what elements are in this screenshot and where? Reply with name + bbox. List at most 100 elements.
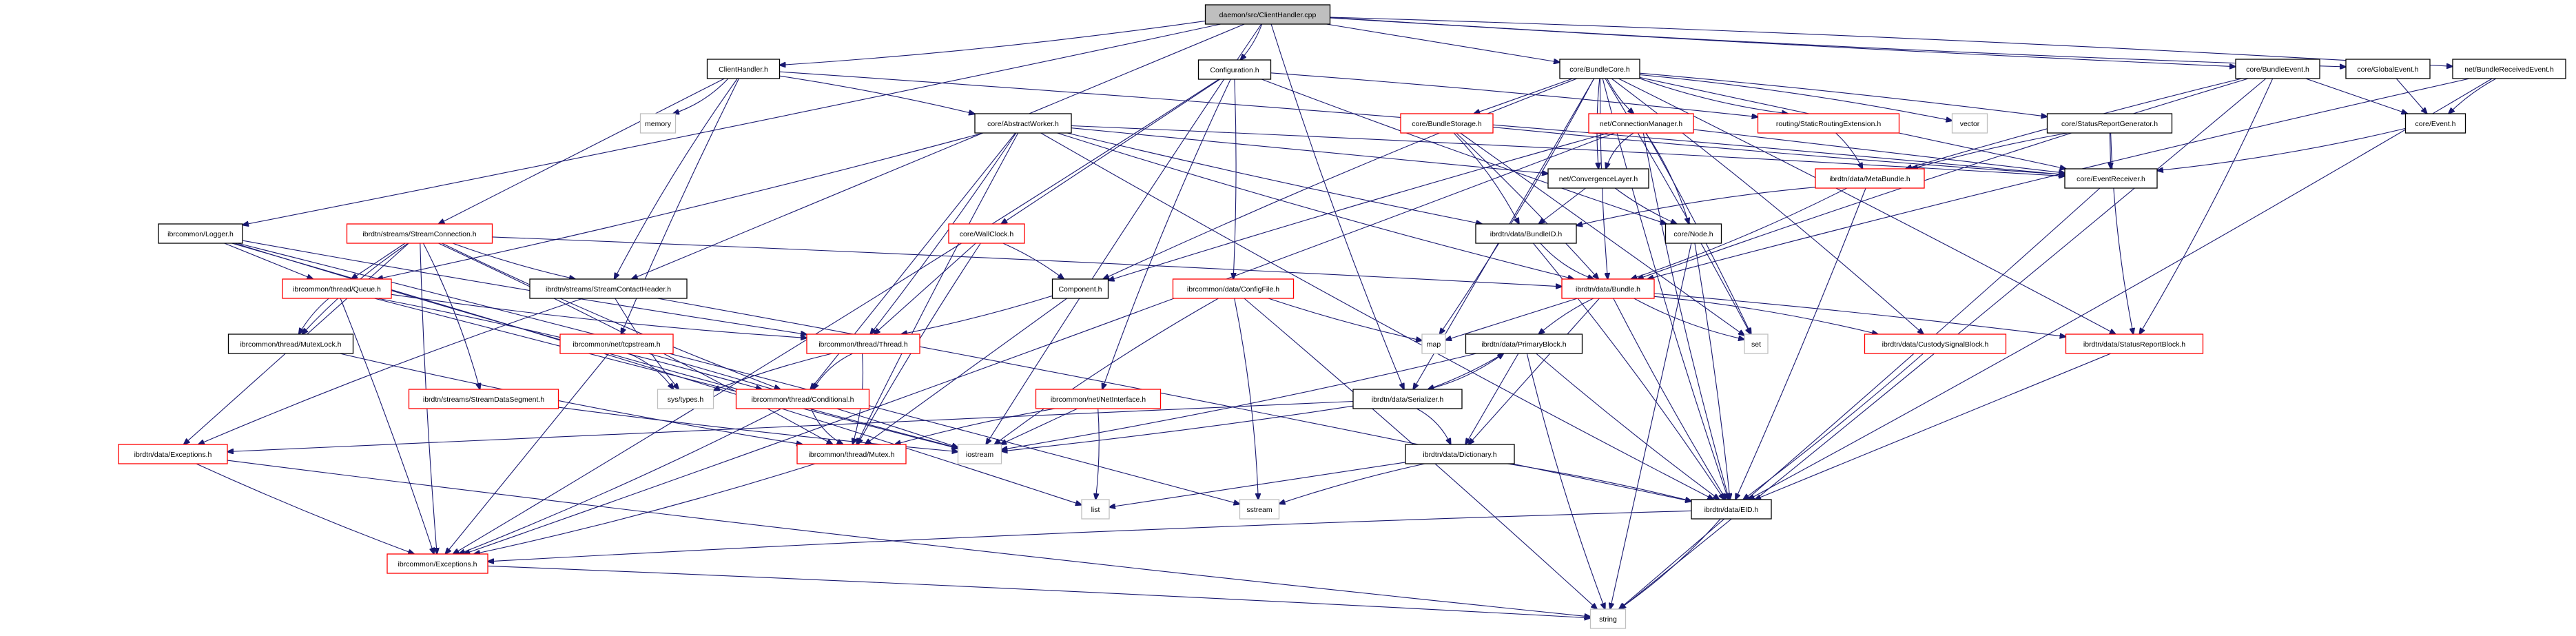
edge-abstractworker-h-to-mutex-h [856,132,1019,444]
node-memory[interactable]: memory [639,113,677,134]
edge-bundle-h-to-custodysignalblock-h [1653,296,1878,334]
edge-bundleid-h-to-bundle-h [1540,243,1594,279]
node-exceptions-h[interactable]: ibrcommon/Exceptions.h [387,553,488,574]
edge-bundlereceivedevent-h-to-bundle-h [1647,78,2470,279]
node-custodysignalblock-h[interactable]: ibrdtn/data/CustodySignalBlock.h [1864,334,2007,354]
node-label: ibrdtn/data/PrimaryBlock.h [1481,340,1566,349]
node-label: ibrdtn/data/StatusReportBlock.h [2083,340,2185,349]
node-configuration-h[interactable]: Configuration.h [1197,59,1272,80]
node-configfile-h[interactable]: ibrcommon/data/ConfigFile.h [1172,278,1295,299]
node-globalevent-h[interactable]: core/GlobalEvent.h [2345,59,2431,79]
node-dictionary-h[interactable]: ibrdtn/data/Dictionary.h [1405,444,1515,464]
edge-convergencelayer-h-to-node-h [1614,187,1677,224]
node-label: ibrdtn/data/MetaBundle.h [1829,175,1910,183]
node-thread-h[interactable]: ibrcommon/thread/Thread.h [806,334,920,354]
edge-netinterface-h-to-mutex-h [895,408,1055,444]
node-conditional-h[interactable]: ibrcommon/thread/Conditional.h [735,389,870,409]
node-label: net/ConvergenceLayer.h [1559,175,1638,183]
node-box [2235,59,2320,79]
edge-streamcontactheader-h-to-dataexceptions-h [198,298,584,444]
node-statusreportblock-h[interactable]: ibrdtn/data/StatusReportBlock.h [2065,334,2204,354]
edge-primaryblock-h-to-string [1526,353,1605,609]
node-set[interactable]: set [1744,334,1769,354]
node-component-h[interactable]: Component.h [1051,278,1109,299]
edge-serializer-h-to-primaryblock-h [1428,353,1504,390]
edge-configfile-h-to-iostream [995,298,1219,444]
node-serializer-h[interactable]: ibrdtn/data/Serializer.h [1352,389,1463,409]
node-statusreportgen-h[interactable]: core/StatusReportGenerator.h [2046,113,2173,134]
node-tcpstream-h[interactable]: ibrcommon/net/tcpstream.h [559,334,674,354]
node-label: ibrdtn/data/Bundle.h [1576,285,1640,294]
node-connectionmanager-h[interactable]: net/ConnectionManager.h [1588,113,1694,134]
edge-mutexlock-h-to-mutex-h [340,353,803,444]
edge-component-h-to-thread-h [901,295,1053,334]
node-clienthandler-h[interactable]: ClientHandler.h [706,59,781,79]
edges-layer [184,17,2497,618]
node-root[interactable]: daemon/src/ClientHandler.cpp [1204,4,1331,25]
node-iostream[interactable]: iostream [957,444,1002,464]
node-bundle-h[interactable]: ibrdtn/data/Bundle.h [1561,278,1655,299]
edge-bundlecore-h-to-bundlestorage-h [1474,78,1573,114]
edge-root-to-bundleevent-h [1330,17,2236,67]
node-label: Component.h [1058,285,1102,294]
node-bundlecore-h[interactable]: core/BundleCore.h [1559,59,1640,79]
node-bundleid-h[interactable]: ibrdtn/data/BundleID.h [1475,223,1577,244]
node-list[interactable]: list [1081,499,1110,520]
node-label: string [1599,615,1617,624]
edge-bundle-h-to-primaryblock-h [1538,298,1594,334]
node-bundlereceivedevent-h[interactable]: net/BundleReceivedEvent.h [2452,59,2566,79]
edge-root-to-configuration-h [1240,23,1263,60]
node-box [1561,278,1655,299]
node-bundleevent-h[interactable]: core/BundleEvent.h [2235,59,2320,79]
node-metabundle-h[interactable]: ibrdtn/data/MetaBundle.h [1815,168,1925,189]
node-node-h[interactable]: core/Node.h [1665,223,1722,244]
edge-wallclock-h-to-component-h [1002,243,1064,279]
edge-configuration-h-to-exceptions-h [453,79,1219,554]
node-map[interactable]: map [1421,334,1446,354]
node-label: net/ConnectionManager.h [1600,120,1682,128]
node-systypes-h[interactable]: sys/types.h [657,389,714,409]
edge-metabundle-h-to-bundleid-h [1576,187,1816,226]
node-box [1757,113,1900,134]
node-streamcontactheader-h[interactable]: ibrdtn/streams/StreamContactHeader.h [529,278,688,299]
node-queue-h[interactable]: ibrcommon/thread/Queue.h [282,278,392,299]
node-mutex-h[interactable]: ibrcommon/thread/Mutex.h [796,444,907,464]
edge-convergencelayer-h-to-bundleid-h [1538,187,1586,224]
node-label: core/StatusReportGenerator.h [2061,120,2158,128]
node-string[interactable]: string [1589,608,1627,629]
edge-connectionmanager-h-to-convergencelayer-h [1606,132,1634,169]
edge-thread-h-to-conditional-h [813,353,853,389]
edge-root-to-iostream [986,23,1262,444]
node-vector[interactable]: vector [1951,113,1988,134]
edge-connectionmanager-h-to-exceptions-h [464,132,1615,554]
node-bundlestorage-h[interactable]: core/BundleStorage.h [1400,113,1494,134]
node-netinterface-h[interactable]: ibrcommon/net/NetInterface.h [1035,389,1162,409]
edge-primaryblock-h-to-iostream [1002,353,1477,450]
node-mutexlock-h[interactable]: ibrcommon/thread/MutexLock.h [227,334,354,354]
edge-root-to-globalevent-h [1330,17,2347,67]
edge-serializer-h-to-dictionary-h [1416,408,1450,444]
edge-statusreportgen-h-to-metabundle-h [1912,132,2068,169]
node-abstractworker-h[interactable]: core/AbstractWorker.h [974,113,1072,134]
node-dataexceptions-h[interactable]: ibrdtn/data/Exceptions.h [118,444,228,464]
node-primaryblock-h[interactable]: ibrdtn/data/PrimaryBlock.h [1465,334,1583,354]
node-event-h[interactable]: core/Event.h [2404,113,2466,134]
node-wallclock-h[interactable]: core/WallClock.h [948,223,1025,244]
node-eventreceiver-h[interactable]: core/EventReceiver.h [2064,168,2158,189]
node-streamconnection-h[interactable]: ibrdtn/streams/StreamConnection.h [346,223,493,244]
node-logger-h[interactable]: ibrcommon/Logger.h [158,223,243,244]
node-staticrouting-h[interactable]: routing/StaticRoutingExtension.h [1757,113,1900,134]
edge-netinterface-h-to-iostream [1000,408,1078,444]
node-box [1465,334,1583,354]
node-convergencelayer-h[interactable]: net/ConvergenceLayer.h [1547,168,1649,189]
node-label: daemon/src/ClientHandler.cpp [1219,11,1317,19]
edge-primaryblock-h-to-serializer-h [1428,353,1504,389]
edge-queue-h-to-thread-h [391,294,807,338]
edge-connectionmanager-h-to-eid-h [1642,132,1729,500]
node-box [2452,59,2566,79]
edge-statusreportgen-h-to-statusreportblock-h [2110,132,2134,334]
node-box [1035,389,1162,409]
node-streamdatasegment-h[interactable]: ibrdtn/streams/StreamDataSegment.h [408,389,559,409]
node-eid-h[interactable]: ibrdtn/data/EID.h [1691,499,1772,520]
node-sstream[interactable]: sstream [1239,499,1280,520]
